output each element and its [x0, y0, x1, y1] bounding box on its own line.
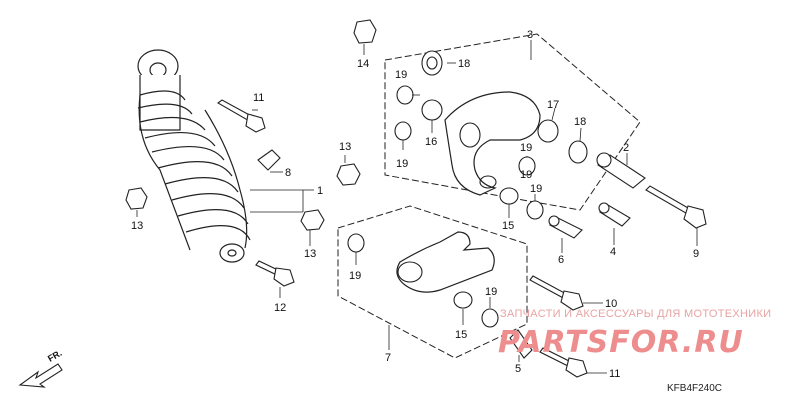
callout-4: 4 [610, 246, 616, 258]
callout-19-b: 19 [396, 158, 408, 170]
shock-link-arm[interactable] [444, 91, 541, 196]
callout-5: 5 [515, 363, 521, 375]
callout-2: 2 [623, 142, 629, 154]
callout-19-d: 19 [530, 183, 542, 195]
callout-11-upper: 11 [253, 92, 264, 104]
collar-15-lower[interactable] [453, 291, 473, 309]
callout-15-upper: 15 [502, 220, 514, 232]
bushing-17[interactable] [537, 119, 559, 143]
nut-13-middle[interactable] [336, 163, 361, 186]
collar-5[interactable] [509, 329, 533, 359]
nut-13-right[interactable] [300, 209, 325, 231]
group-box-link-arm [384, 33, 641, 211]
callout-13-left: 13 [131, 220, 143, 232]
callout-19-a: 19 [395, 69, 407, 81]
nut-14[interactable] [353, 19, 377, 44]
front-direction-arrow-icon [18, 363, 63, 388]
dust-seal-19-f[interactable] [481, 308, 499, 328]
callout-17: 17 [547, 99, 559, 111]
dust-seal-19-e[interactable] [347, 233, 365, 253]
bolt-11-lower[interactable] [539, 347, 588, 378]
callout-15-lower: 15 [455, 329, 467, 341]
bolt-10[interactable] [529, 275, 584, 311]
callout-18-right: 18 [574, 116, 586, 128]
callout-19-g: 19 [520, 169, 532, 181]
callout-7: 7 [385, 352, 391, 364]
callout-19-e: 19 [349, 270, 361, 282]
callout-1: 1 [317, 185, 323, 197]
callout-19-f: 19 [485, 286, 497, 298]
dust-seal-19-d[interactable] [526, 200, 544, 220]
callout-19-c: 19 [520, 142, 532, 154]
diagram-code: KFB4F240C [667, 383, 722, 394]
callout-9: 9 [693, 248, 699, 260]
callout-13-middle: 13 [339, 141, 351, 153]
group-box-cushion-arm [337, 205, 528, 359]
callout-6: 6 [558, 254, 564, 266]
stopper-collar[interactable] [257, 149, 281, 171]
nut-13-left[interactable] [125, 187, 148, 210]
callout-18-upper: 18 [458, 58, 470, 70]
callout-11-lower: 11 [609, 368, 620, 380]
watermark-caption: ЗАПЧАСТИ И АКСЕССУАРЫ ДЛЯ МОТОТЕХНИКИ [500, 308, 771, 320]
rear-shock-absorber[interactable] [137, 49, 251, 263]
collar-15-upper[interactable] [499, 187, 519, 205]
callout-13-right: 13 [304, 248, 316, 260]
callout-8: 8 [285, 167, 291, 179]
callout-14: 14 [357, 58, 369, 70]
bolt-12[interactable] [255, 260, 295, 287]
dust-seal-19-b[interactable] [394, 121, 412, 141]
watermark-logo: PARTSFOR.RU [498, 325, 744, 360]
bolt-11-upper[interactable] [217, 99, 266, 133]
callout-10: 10 [605, 298, 617, 310]
direction-label: FR. [46, 348, 64, 364]
dust-seal-19-a[interactable] [396, 85, 414, 105]
callout-12: 12 [274, 302, 286, 314]
cushion-arm[interactable] [396, 231, 495, 293]
callout-16: 16 [425, 136, 437, 148]
bolt-9[interactable] [645, 185, 707, 229]
callout-3: 3 [527, 29, 533, 41]
needle-bearing-16[interactable] [421, 99, 443, 121]
dust-seal-18-right[interactable] [568, 140, 588, 164]
